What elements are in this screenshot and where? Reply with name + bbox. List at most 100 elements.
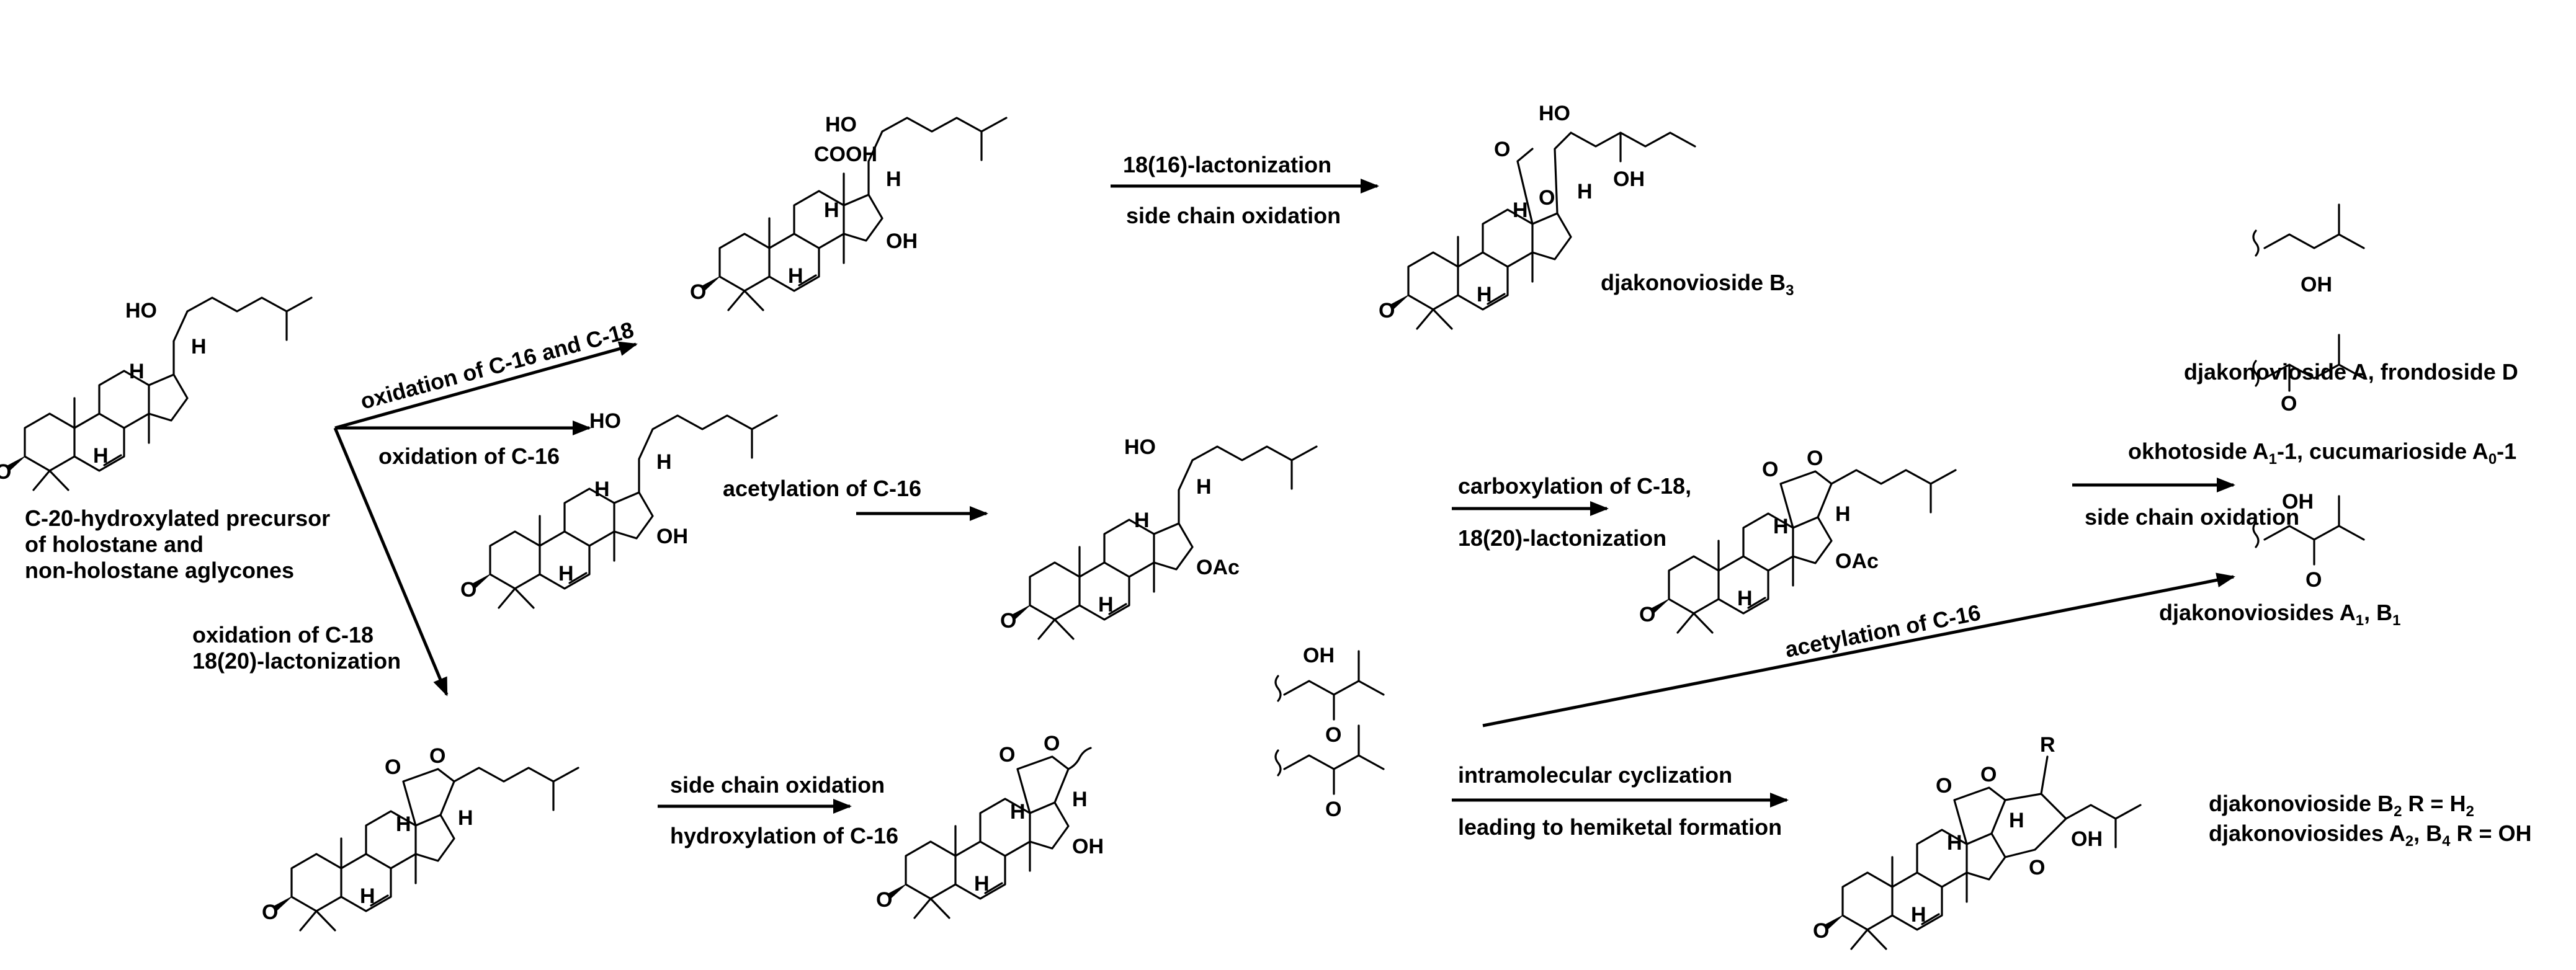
atom-O: O [262, 901, 278, 924]
atom-H: H [1477, 283, 1492, 306]
atom-O: O [429, 744, 445, 768]
atom-O: O [1813, 919, 1829, 943]
atom-H: H [1513, 198, 1528, 222]
label-hydrox-c16: hydroxylation of C-16 [670, 823, 898, 848]
side-chain-djakonovioside-a: OH [2252, 203, 2365, 296]
precursor-label-line1: C-20-hydroxylated precursor [25, 505, 330, 531]
atom-HO: HO [125, 299, 157, 323]
atom-H: H [558, 562, 574, 585]
atom-OH: OH [2282, 490, 2314, 514]
atom-H: H [824, 198, 839, 222]
atom-O: O [460, 578, 476, 602]
atom-O: O [999, 743, 1015, 767]
atom-OH: OH [1072, 835, 1104, 858]
label-acet-c16: acetylation of C-16 [723, 476, 921, 501]
atom-H: H [1577, 180, 1593, 203]
label-okhotoside-cucumarioside: okhotoside A1-1, cucumarioside A0-1 [2128, 438, 2516, 468]
label-sc-ox: side chain oxidation [1126, 203, 1341, 228]
atom-H: H [594, 478, 610, 501]
atom-O: O [1000, 609, 1016, 633]
atom-HO: HO [589, 409, 621, 433]
atom-OH: OH [1303, 644, 1335, 667]
atom-H: H [458, 806, 473, 830]
atom-O: O [876, 888, 892, 912]
atom-O: O [1980, 763, 1997, 786]
atom-OAc: OAc [1196, 556, 1240, 579]
atom-O: O [0, 460, 11, 484]
atom-H: H [1010, 800, 1026, 824]
label-lact-18-20b: 18(20)-lactonization [1458, 525, 1666, 551]
side-chain-hydroxy-keto: OH O [1274, 644, 1385, 747]
side-chain-djakonoviosides-a1-b1: OH O [2252, 490, 2365, 592]
atom-O: O [1936, 774, 1952, 798]
atom-O: O [690, 280, 706, 304]
lactone-acetoxy-intermediate: O O H OAc H H O [1639, 447, 1957, 634]
atom-O: O [1762, 458, 1778, 481]
atom-OH: OH [2301, 273, 2332, 296]
label-lact-18-20: 18(20)-lactonization [192, 648, 401, 674]
atom-OH: OH [656, 525, 688, 548]
atom-O: O [2029, 856, 2045, 879]
atom-H: H [396, 812, 411, 836]
arrow-ox-c16-c18 [334, 341, 638, 430]
label-acet-c16b: acetylation of C-16 [1783, 600, 1983, 662]
label-djakonoviosides-a1-b1: djakonoviosides A1, B1 [2159, 600, 2400, 629]
precursor-structure: HO H H H O [0, 296, 313, 491]
atom-H: H [2009, 809, 2024, 832]
precursor-label-line2: of holostane and [25, 532, 203, 557]
atom-OH: OH [886, 229, 918, 253]
atom-O: O [1539, 186, 1555, 210]
atom-H: H [1098, 593, 1114, 616]
arrow-ox-c18 [333, 427, 449, 696]
atom-H: H [974, 872, 990, 896]
label-djakonoviosides-a2-b4: djakonoviosides A2, B4 R = OH [2209, 821, 2532, 850]
atom-OH: OH [2071, 827, 2103, 851]
label-ox-c16: oxidation of C-16 [378, 443, 560, 469]
atom-O: O [1325, 798, 1341, 821]
label-djakonovioside-b3: djakonovioside B3 [1601, 270, 1794, 299]
atom-H: H [656, 450, 672, 474]
label-ox-c18: oxidation of C-18 [192, 622, 373, 647]
atom-H: H [129, 360, 145, 383]
atom-OH: OH [1613, 167, 1645, 191]
arrow-acet-c16b [1482, 572, 2235, 728]
precursor-label-line3: non-holostane aglycones [25, 558, 294, 583]
label-carbox-c18: carboxylation of C-18, [1458, 473, 1691, 499]
atom-O: O [2281, 392, 2297, 416]
atom-H: H [1773, 515, 1789, 538]
hemiketal-structure: O O R OH O H H H O [1813, 733, 2142, 950]
atom-O: O [1807, 447, 1823, 470]
atom-H: H [1134, 509, 1150, 532]
atom-R: R [2040, 733, 2055, 757]
atom-HO: HO [825, 113, 857, 136]
atom-O: O [1639, 603, 1655, 626]
atom-H: H [1196, 475, 1212, 499]
label-intramol: intramolecular cyclization [1458, 762, 1732, 788]
atom-COOH: COOH [814, 143, 877, 166]
djakonovioside-b3-structure: O O HO OH H H H O [1379, 102, 1696, 330]
label-djakonovioside-b2: djakonovioside B2 R = H2 [2209, 791, 2474, 820]
atom-O: O [385, 755, 401, 779]
atom-O: O [1379, 299, 1395, 323]
label-ox-c16-c18: oxidation of C-16 and C-18 [357, 317, 636, 414]
side-chain-okhotoside: O [2252, 334, 2365, 416]
atom-H: H [1072, 788, 1088, 811]
atom-H: H [1737, 587, 1753, 610]
atom-H: H [1911, 903, 1926, 927]
atom-HO: HO [1124, 435, 1156, 459]
label-sc-ox2: side chain oxidation [2085, 504, 2299, 530]
holostane-lactone: O O H H H O [262, 744, 579, 932]
c16-hydroxy-intermediate: HO H OH H H O [460, 409, 778, 609]
atom-H: H [1947, 831, 1962, 855]
hydroxylated-lactone: O O H OH H H O [876, 732, 1104, 919]
cooh-intermediate: COOH HO H OH H H O [690, 113, 1008, 311]
atom-HO: HO [1539, 102, 1570, 125]
label-hemiketal: leading to hemiketal formation [1458, 814, 1782, 840]
atom-H: H [788, 264, 803, 288]
atom-O: O [1044, 732, 1060, 755]
label-sc-ox3: side chain oxidation [670, 772, 885, 798]
atom-H: H [886, 167, 901, 191]
c16-acetoxy-intermediate: HO H OAc H H O [1000, 435, 1318, 640]
atom-O: O [1494, 138, 1510, 161]
